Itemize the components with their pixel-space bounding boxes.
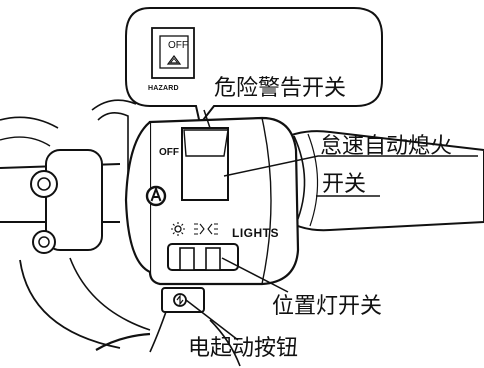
leader-idle-stop xyxy=(223,155,478,177)
hazard-switch-inset-icon xyxy=(151,27,195,79)
leader-lines xyxy=(185,109,478,341)
leader-hazard xyxy=(203,109,211,129)
start-button-callout: 电起动按钮 xyxy=(188,336,299,361)
leader-start-button xyxy=(185,299,239,341)
position-light-switch-callout: 位置灯开关 xyxy=(272,294,383,319)
leader-position-light xyxy=(221,257,289,293)
idle-stop-rocker-switch xyxy=(181,127,229,201)
circled-a-icon xyxy=(145,185,167,207)
housing-off-label: OFF xyxy=(159,147,179,158)
idle-stop-switch-callout-line2: 开关 xyxy=(322,172,367,197)
cables xyxy=(19,257,241,367)
inset-off-label: OFF xyxy=(168,40,188,51)
position-light-switch xyxy=(167,243,239,271)
warning-triangle-icon xyxy=(166,55,182,65)
hazard-switch-callout: 危险警告开关 xyxy=(214,76,347,101)
idle-stop-switch-callout-line1: 怠速自动熄火 xyxy=(320,134,453,159)
headlight-indicator-icons xyxy=(171,222,218,236)
lights-label: LIGHTS xyxy=(232,226,279,240)
lever-clamp xyxy=(30,99,137,254)
inset-hazard-label: HAZARD xyxy=(148,85,179,92)
